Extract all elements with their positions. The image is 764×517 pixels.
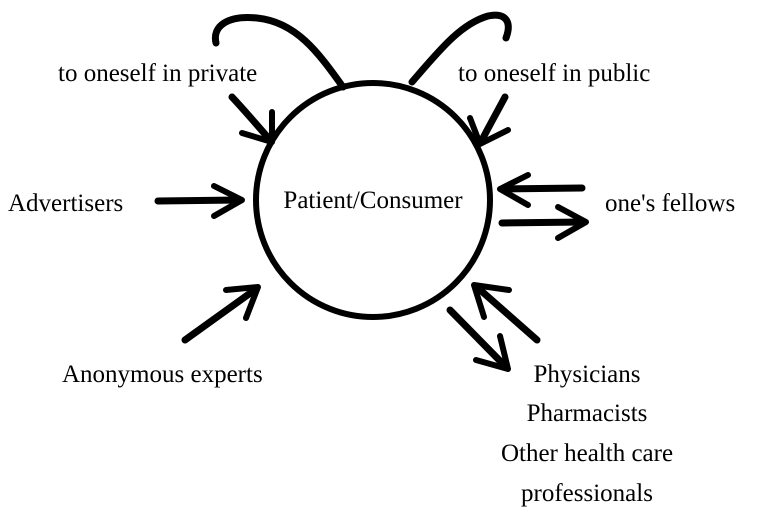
label-pharmacists: Pharmacists xyxy=(527,400,648,427)
center-label: Patient/Consumer xyxy=(283,187,463,214)
fellows-outgoing-arrow xyxy=(498,204,589,241)
advertisers-arrow xyxy=(154,183,245,219)
public-loop-arrow xyxy=(408,11,512,147)
professionals-outgoing-arrow xyxy=(446,306,511,372)
patient-consumer-circle xyxy=(253,80,493,320)
label-other-health-care: Other health care xyxy=(501,440,673,467)
label-private: to oneself in private xyxy=(58,60,257,87)
label-physicians: Physicians xyxy=(534,361,641,388)
label-public: to oneself in public xyxy=(458,60,650,87)
fellows-incoming-arrow xyxy=(497,172,586,208)
label-experts: Anonymous experts xyxy=(62,361,263,388)
label-professionals: professionals xyxy=(521,480,653,507)
label-advertisers: Advertisers xyxy=(8,190,123,217)
label-fellows: one's fellows xyxy=(605,190,735,217)
private-loop-arrow xyxy=(211,14,347,145)
experts-arrow xyxy=(181,284,261,344)
professionals-incoming-arrow xyxy=(471,282,541,344)
